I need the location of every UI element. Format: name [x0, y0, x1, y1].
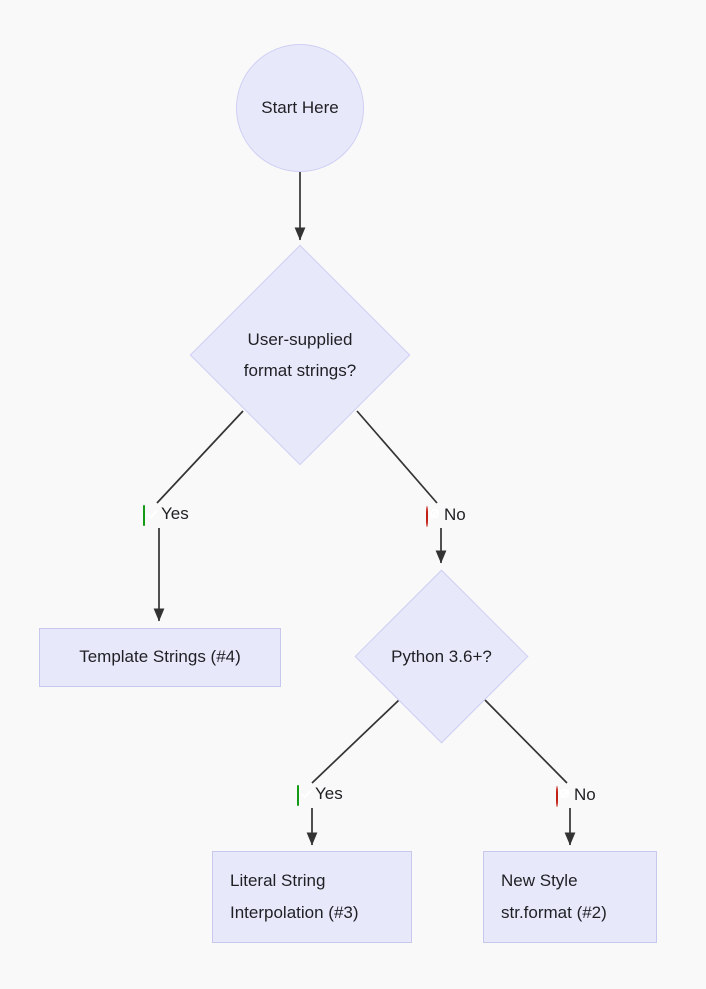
node-template-strings[interactable]: Template Strings (#4)	[39, 628, 281, 687]
node-literal-string-interpolation[interactable]: Literal String Interpolation (#3)	[212, 851, 412, 943]
node-new-style-format-label: New Style str.format (#2)	[501, 870, 607, 922]
edge-user-format-yes-upper	[156, 410, 244, 504]
edge-user-format-no-upper	[356, 410, 438, 504]
prohibited-icon	[556, 785, 573, 807]
node-decision-python-version[interactable]: Python 3.6+?	[354, 569, 529, 744]
edge-label-user-format-yes-text: Yes	[161, 504, 189, 523]
node-literal-string-interpolation-label: Literal String Interpolation (#3)	[230, 870, 359, 922]
node-template-strings-label: Template Strings (#4)	[79, 647, 241, 667]
edge-label-python-version-no-text: No	[574, 785, 596, 804]
edge-label-user-format-no: No	[426, 505, 466, 527]
white-check-mark-icon	[143, 504, 160, 526]
node-decision-user-format[interactable]: User-supplied format strings?	[189, 244, 411, 466]
edge-label-user-format-yes: Yes	[143, 504, 189, 526]
edge-python-version-no-upper	[484, 699, 568, 784]
node-decision-python-version-label: Python 3.6+?	[391, 646, 492, 666]
white-check-mark-icon	[297, 784, 314, 806]
node-new-style-format[interactable]: New Style str.format (#2)	[483, 851, 657, 943]
node-start-label: Start Here	[261, 97, 339, 117]
edge-python-version-yes-upper	[311, 699, 400, 784]
edge-label-python-version-yes: Yes	[297, 784, 343, 806]
edge-label-python-version-no: No	[556, 785, 596, 807]
edge-label-python-version-yes-text: Yes	[315, 784, 343, 803]
edge-label-user-format-no-text: No	[444, 505, 466, 524]
node-start[interactable]: Start Here	[236, 44, 364, 172]
prohibited-icon	[426, 505, 443, 527]
node-decision-user-format-label: User-supplied format strings?	[243, 329, 357, 380]
